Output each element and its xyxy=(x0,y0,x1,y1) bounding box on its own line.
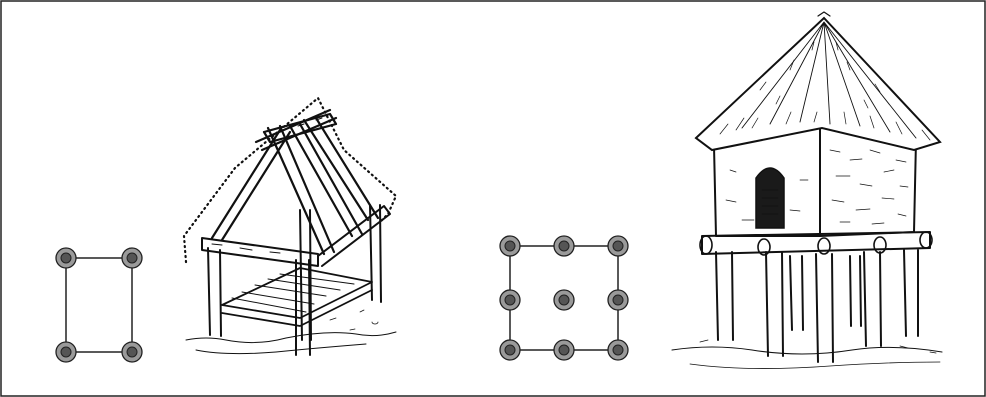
thatched-roof xyxy=(694,16,942,152)
post-hole xyxy=(499,235,521,257)
post-hole xyxy=(55,247,77,269)
open-frame-shelter-illustration xyxy=(182,96,398,356)
post-hole xyxy=(607,235,629,257)
post-hole xyxy=(553,235,575,257)
post-hole xyxy=(499,289,521,311)
raised-granary-illustration xyxy=(671,11,943,369)
plan-outline xyxy=(65,257,133,353)
nine-post-plan xyxy=(499,235,629,361)
post-hole xyxy=(121,341,143,363)
four-post-plan xyxy=(55,247,143,363)
post-hole xyxy=(607,289,629,311)
post-hole xyxy=(553,339,575,361)
post-hole xyxy=(121,247,143,269)
post-hole xyxy=(607,339,629,361)
post-hole xyxy=(499,339,521,361)
post-hole xyxy=(55,341,77,363)
post-hole xyxy=(553,289,575,311)
